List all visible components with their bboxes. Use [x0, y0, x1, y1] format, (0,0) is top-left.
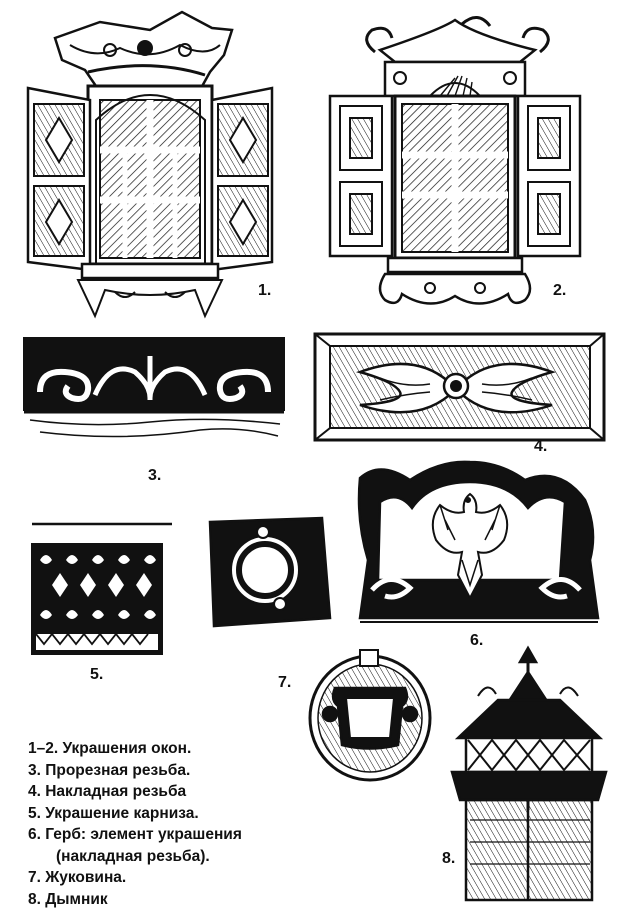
figure-2-window-frame	[328, 16, 582, 305]
figure-4-applied-carving	[313, 332, 606, 442]
figure-number-7: 7.	[278, 674, 292, 691]
legend-list: 1–2. Украшения окон. 3. Прорезная резьба…	[28, 738, 242, 910]
figure-number-2: 2.	[553, 282, 567, 299]
figure-1-window-frame	[26, 10, 274, 319]
figure-5-cornice-strip	[31, 522, 172, 655]
figure-7-square-ornament	[208, 516, 332, 628]
figure-number-3: 3.	[148, 467, 162, 484]
legend-item: 1–2. Украшения окон.	[28, 740, 192, 757]
figure-number-6: 6.	[470, 632, 484, 649]
legend-item: 3. Прорезная резьба.	[28, 761, 191, 779]
figure-3-pierced-carving	[23, 337, 285, 438]
legend-item: 7. Жуковина.	[28, 869, 127, 886]
legend-item: 5. Украшение карниза.	[28, 804, 199, 822]
legend-item: 6. Герб: элемент украшения	[28, 826, 242, 843]
figure-number-8: 8.	[442, 850, 456, 867]
figure-number-5: 5.	[90, 666, 104, 683]
figure-8-chimney-cap	[450, 645, 608, 902]
figure-7-round-ornament	[308, 649, 432, 782]
figure-6-coat-of-arms	[357, 460, 600, 623]
legend-item: 4. Накладная резьба	[28, 783, 187, 800]
figure-number-1: 1.	[258, 282, 272, 299]
figure-number-4: 4.	[534, 438, 548, 455]
legend-item: 8. Дымник	[28, 890, 108, 908]
legend-item: (накладная резьба).	[56, 847, 210, 865]
